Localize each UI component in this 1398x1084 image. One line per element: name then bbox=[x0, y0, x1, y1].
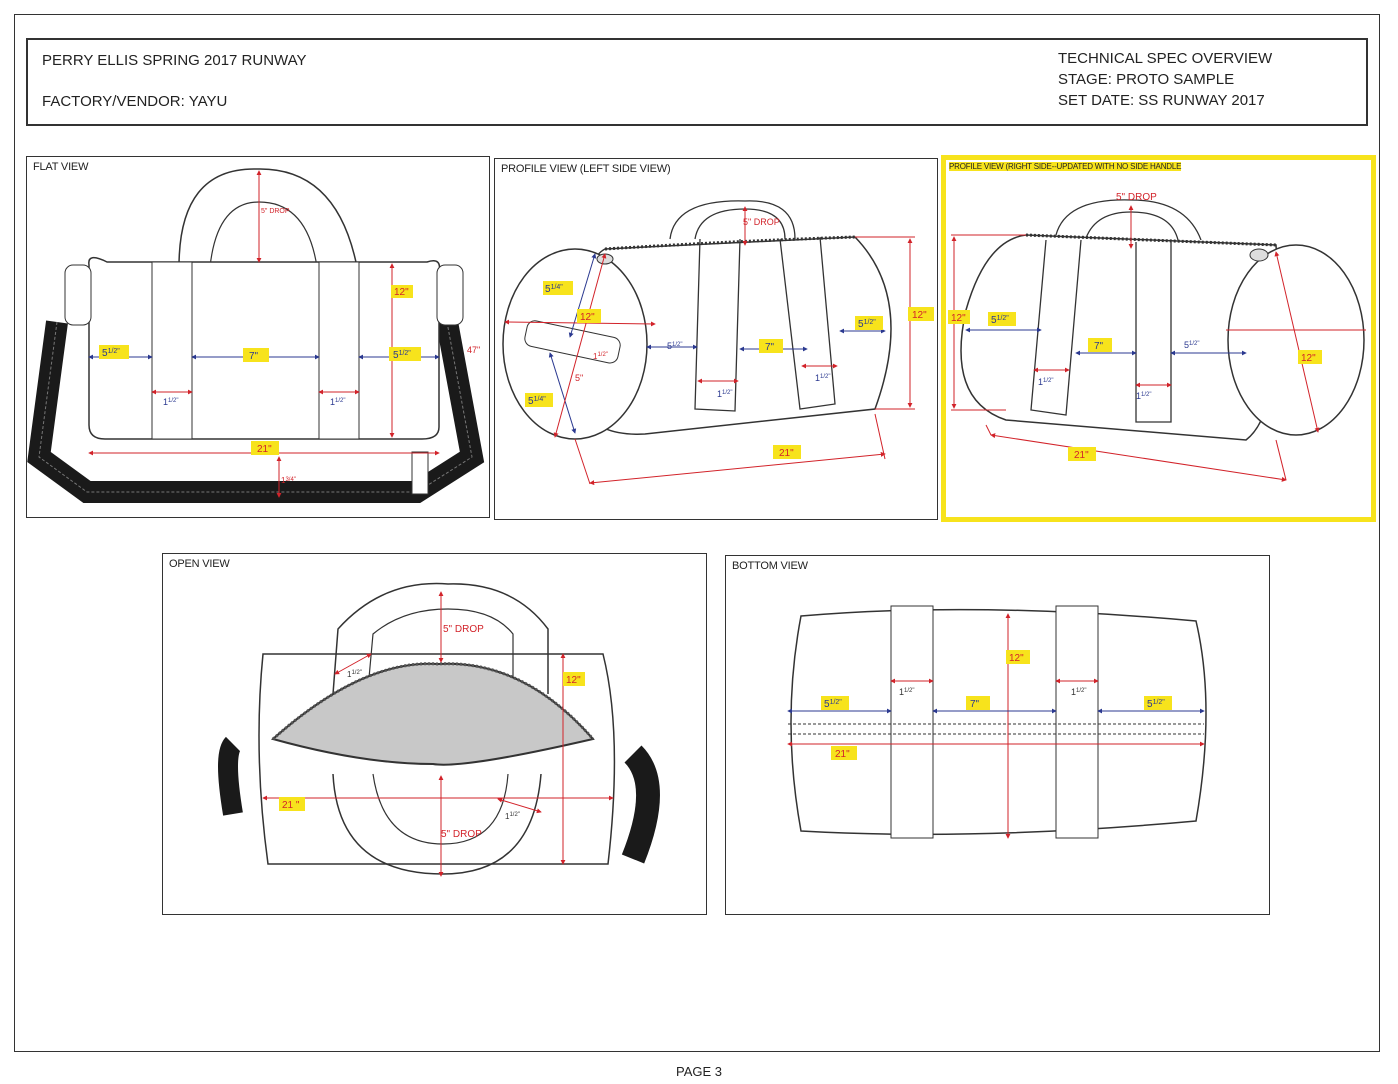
strap-length-label: 47" bbox=[467, 345, 480, 355]
handle-right-label: 11/2" bbox=[815, 373, 831, 383]
handle-left-label: 11/2" bbox=[1038, 377, 1054, 387]
profile-right-panel: PROFILE VIEW (RIGHT SIDE--UPDATED WITH N… bbox=[941, 155, 1376, 522]
height-label: 12" bbox=[566, 675, 581, 686]
end-bottom-label: 51/4" bbox=[528, 396, 546, 407]
panel-title: PROFILE VIEW (LEFT SIDE VIEW) bbox=[501, 163, 671, 175]
height-label: 12" bbox=[1009, 653, 1024, 664]
height-label: 12" bbox=[912, 310, 927, 321]
strap-buckle bbox=[411, 451, 429, 495]
handle-right-label: 11/2" bbox=[330, 397, 346, 407]
side-right-label: 51/2" bbox=[858, 319, 876, 330]
tab-length-label: 5" bbox=[575, 373, 583, 383]
end-top-label: 51/4" bbox=[545, 284, 563, 295]
side-right-label: 51/2" bbox=[1147, 699, 1165, 710]
bag-bottom bbox=[790, 608, 1207, 836]
set-date-label: SET DATE: SS RUNWAY 2017 bbox=[1058, 92, 1265, 109]
vendor-label: FACTORY/VENDOR: YAYU bbox=[42, 93, 228, 110]
length-label: 21 " bbox=[282, 800, 300, 811]
length-label: 21" bbox=[1074, 450, 1089, 461]
stage-label: STAGE: PROTO SAMPLE bbox=[1058, 71, 1235, 88]
bottom-view-drawing: 12" 51/2" 11/2" 7" 11/2" 51/2" 21" bbox=[787, 605, 1207, 839]
side-right-label: 51/2" bbox=[1184, 340, 1200, 350]
end-diameter-label: 12" bbox=[580, 312, 595, 323]
drop-label: 5" DROP bbox=[743, 217, 780, 227]
panel-title: PROFILE VIEW (RIGHT SIDE--UPDATED WITH N… bbox=[949, 162, 1182, 171]
page-border bbox=[14, 14, 1380, 1052]
flat-view-panel: FLAT VIEW 5" DROP 12" 51/2 bbox=[26, 156, 490, 518]
middle-label: 7" bbox=[249, 351, 259, 362]
strap-width-label: 13/4" bbox=[281, 476, 296, 485]
middle-label: 7" bbox=[765, 342, 775, 353]
handle-right-label: 11/2" bbox=[1071, 687, 1087, 697]
end-cap bbox=[1227, 244, 1365, 436]
length-label: 21" bbox=[835, 749, 850, 760]
page-number: PAGE 3 bbox=[675, 1064, 722, 1079]
flat-view-drawing: 5" DROP 12" 51/2" 7" 51/2" 11/2" 11/2" 2… bbox=[27, 168, 485, 503]
handle-top-label: 11/2" bbox=[347, 670, 362, 679]
side-left-label: 51/2" bbox=[102, 348, 120, 359]
collection-title: PERRY ELLIS SPRING 2017 RUNWAY bbox=[42, 52, 307, 69]
handle-top bbox=[332, 582, 549, 695]
title-block: PERRY ELLIS SPRING 2017 RUNWAY FACTORY/V… bbox=[26, 38, 1368, 126]
panel-title: BOTTOM VIEW bbox=[732, 560, 808, 572]
panel-title: FLAT VIEW bbox=[33, 161, 89, 173]
side-left-label: 51/2" bbox=[824, 699, 842, 710]
drop-label: 5" DROP bbox=[1116, 192, 1157, 203]
open-view-panel: OPEN VIEW 5" DROP 11/2" 12" 21 " 5" DROP… bbox=[162, 553, 707, 915]
drop-top-label: 5" DROP bbox=[443, 624, 484, 635]
middle-label: 7" bbox=[1094, 341, 1104, 352]
tab-width-label: 11/2" bbox=[593, 352, 608, 361]
spec-title: TECHNICAL SPEC OVERVIEW bbox=[1058, 50, 1273, 67]
strap-end-left bbox=[218, 736, 243, 816]
side-left-label: 51/2" bbox=[667, 341, 683, 351]
height-label: 12" bbox=[951, 313, 966, 324]
strap-end-right bbox=[621, 745, 660, 864]
handle-left-label: 11/2" bbox=[717, 389, 733, 399]
drop-bottom-label: 5" DROP bbox=[441, 829, 482, 840]
profile-left-drawing: 5" DROP 51/4" 12" 11/2" 5" 51/4" 51/2" 7… bbox=[502, 200, 934, 486]
height-label: 12" bbox=[394, 287, 409, 298]
length-label: 21" bbox=[779, 448, 794, 459]
open-view-drawing: 5" DROP 11/2" 12" 21 " 5" DROP 11/2" bbox=[218, 582, 660, 877]
handle-right-label: 11/2" bbox=[1136, 391, 1152, 401]
handle-left-label: 11/2" bbox=[163, 397, 179, 407]
profile-right-drawing: 5" DROP 12" 51/2" 7" 51/2" 11/2" 11/2" 1… bbox=[948, 192, 1366, 482]
handle-bottom-label: 11/2" bbox=[505, 812, 520, 821]
handle-left-label: 11/2" bbox=[899, 687, 915, 697]
bottom-view-panel: BOTTOM VIEW 12" 51/2" 11/2" 7" 11/2" 51/… bbox=[725, 555, 1270, 915]
end-diameter-label: 12" bbox=[1301, 353, 1316, 364]
middle-label: 7" bbox=[970, 699, 980, 710]
side-right-label: 51/2" bbox=[393, 350, 411, 361]
drop-label: 5" DROP bbox=[261, 208, 290, 215]
length-label: 21" bbox=[257, 444, 272, 455]
profile-left-panel: PROFILE VIEW (LEFT SIDE VIEW) 5" DROP 51… bbox=[494, 158, 938, 520]
side-left-label: 51/2" bbox=[991, 315, 1009, 326]
panel-title: OPEN VIEW bbox=[169, 558, 230, 570]
